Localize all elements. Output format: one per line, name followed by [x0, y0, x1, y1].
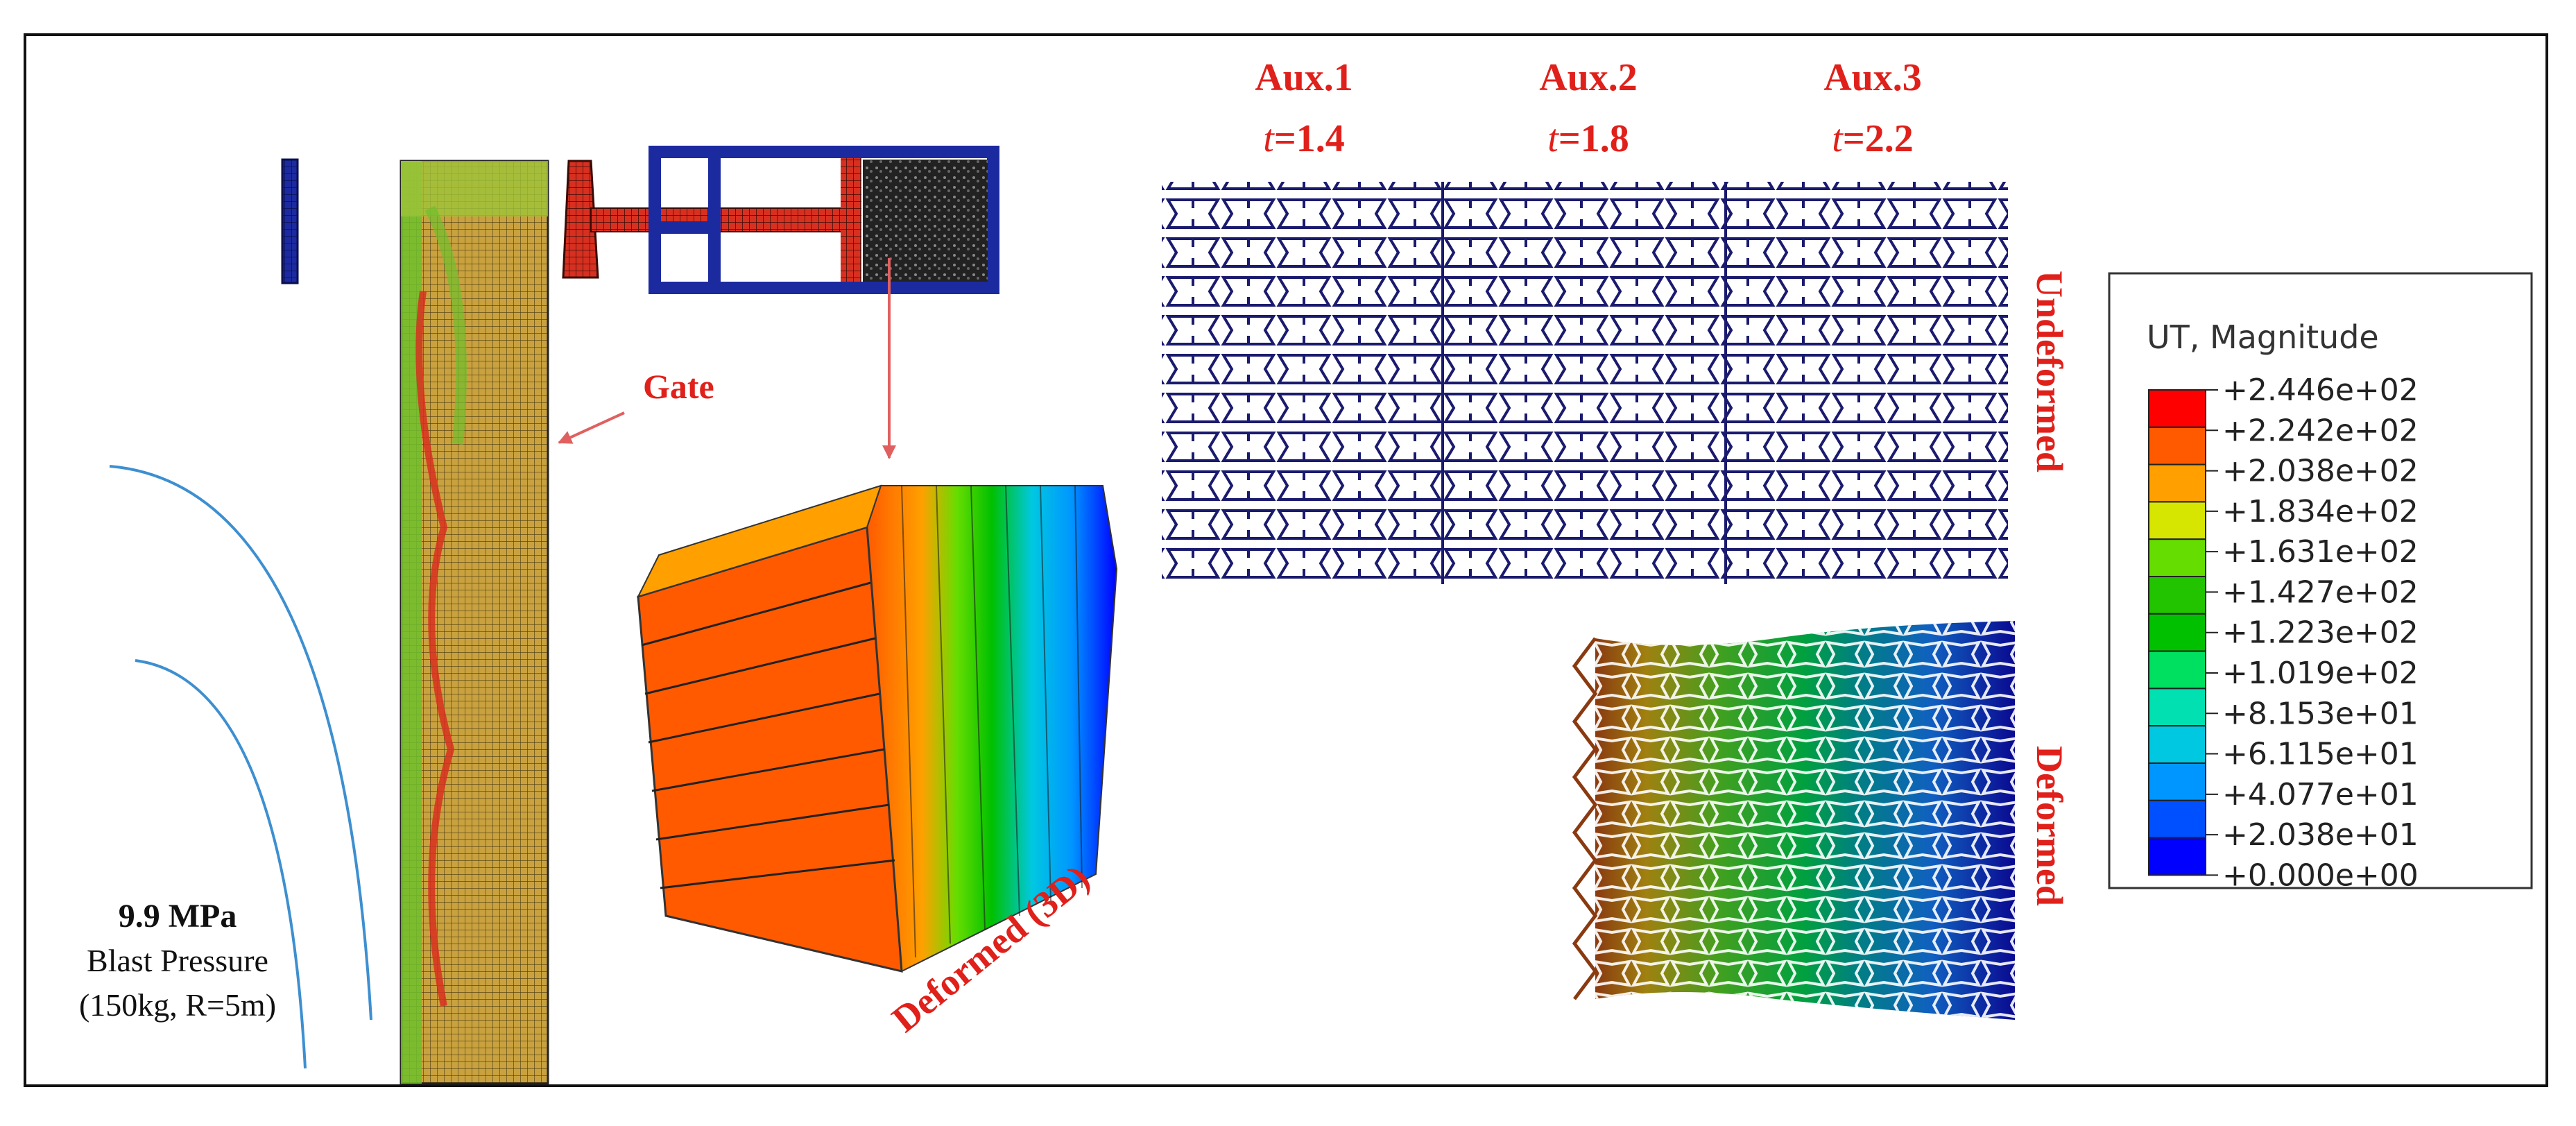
- legend-value-4: +1.631e+02: [2222, 534, 2419, 570]
- blast-pressure-value: 9.9 MPa: [119, 898, 237, 935]
- aux-t-value: =2.2: [1843, 117, 1914, 160]
- gate-model: [400, 160, 549, 1085]
- undeformed-label: Undeformed: [2029, 271, 2070, 472]
- legend-swatch-10: [2148, 762, 2206, 801]
- legend-swatch-5: [2148, 576, 2206, 615]
- aux-t-value: =1.4: [1274, 117, 1345, 160]
- legend-value-5: +1.427e+02: [2222, 574, 2419, 610]
- blast-source-bar: [281, 158, 299, 284]
- legend-swatch-7: [2148, 650, 2206, 690]
- legend-swatch-0: [2148, 389, 2206, 428]
- legend-swatch-4: [2148, 538, 2206, 578]
- legend-swatch-9: [2148, 725, 2206, 764]
- aux-thickness: t=1.8: [1547, 117, 1629, 160]
- aux-name: Aux.1: [1255, 56, 1353, 99]
- deformed-3d-cube: [637, 484, 1118, 973]
- legend-title: UT, Magnitude: [2147, 318, 2379, 356]
- legend-value-9: +6.115e+01: [2222, 737, 2419, 772]
- legend-swatch-8: [2148, 688, 2206, 727]
- legend-value-11: +2.038e+01: [2222, 817, 2419, 853]
- blast-condition: (150kg, R=5m): [79, 987, 276, 1023]
- legend-value-1: +2.242e+02: [2222, 413, 2419, 448]
- aux-t-value: =1.8: [1559, 117, 1629, 160]
- legend-value-8: +8.153e+01: [2222, 696, 2419, 731]
- gate-label: Gate: [643, 367, 714, 406]
- aux-t-symbol: t: [1263, 117, 1275, 160]
- legend-swatch-3: [2148, 501, 2206, 540]
- aux-header-1: Aux.1 t=1.4: [1255, 56, 1353, 160]
- deformed-label: Deformed: [2029, 746, 2070, 906]
- blast-pressure-label: Blast Pressure: [87, 943, 268, 978]
- frame-mechanism: [562, 146, 999, 294]
- legend-swatch-2: [2148, 463, 2206, 503]
- legend-swatch-1: [2148, 426, 2206, 466]
- legend-value-12: +0.000e+00: [2222, 858, 2419, 893]
- legend-value-10: +4.077e+01: [2222, 777, 2419, 812]
- legend-value-2: +2.038e+02: [2222, 454, 2419, 489]
- undeformed-aux-mesh: [1162, 182, 2008, 584]
- aux-thickness: t=1.4: [1263, 117, 1344, 160]
- legend-swatches: +2.446e+02 +2.242e+02 +2.038e+02 +1.834e+02…: [2148, 373, 2419, 893]
- blast-wave-inner: [135, 659, 307, 1069]
- legend-value-6: +1.223e+02: [2222, 615, 2419, 651]
- legend-swatch-11: [2148, 799, 2206, 839]
- aux-header-3: Aux.3 t=2.2: [1823, 56, 1922, 160]
- aux-thickness: t=2.2: [1832, 117, 1913, 160]
- aux-name: Aux.3: [1823, 56, 1922, 99]
- legend-value-7: +1.019e+02: [2222, 656, 2419, 691]
- deformed-aux-mesh: [1572, 621, 2015, 1020]
- gate-arrow: [558, 411, 625, 444]
- blast-wave-outer: [109, 465, 372, 1021]
- legend-value-0: +2.446e+02: [2222, 373, 2419, 408]
- legend-swatch-12: [2148, 837, 2206, 876]
- aux-header-2: Aux.2 t=1.8: [1539, 56, 1638, 160]
- aux-t-symbol: t: [1832, 117, 1844, 160]
- aux-name: Aux.2: [1539, 56, 1638, 99]
- legend-swatch-6: [2148, 613, 2206, 652]
- legend-value-3: +1.834e+02: [2222, 494, 2419, 529]
- aux-t-symbol: t: [1547, 117, 1559, 160]
